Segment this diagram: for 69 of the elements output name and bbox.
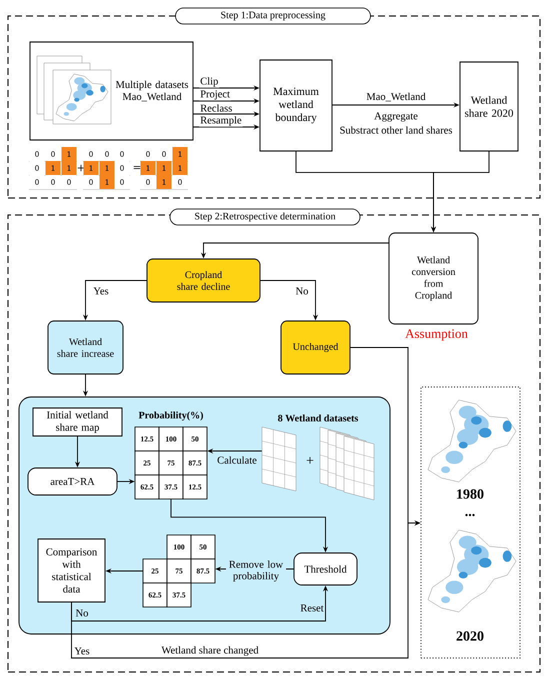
matrix-cell: 1: [46, 161, 60, 175]
process-box: Unchanged: [280, 320, 350, 374]
note: Wetland share changed: [161, 646, 258, 656]
step-title: Step 2:Retrospective determination: [170, 208, 360, 226]
dashed-panel: [8, 208, 540, 672]
process-box: [30, 42, 194, 140]
step-title: Step 1:Data preprocessing: [175, 8, 371, 24]
note: Substract other land shares: [340, 126, 452, 134]
probability-table: [134, 411, 208, 500]
process-box: Initial wetland share map: [32, 408, 122, 436]
table-heading: Probability(%): [138, 411, 203, 421]
matrix-cell: 0: [114, 161, 130, 175]
matrix-cell: 0: [84, 175, 98, 189]
matrix-cell: 1: [172, 147, 188, 161]
year-label: 1980: [457, 489, 484, 499]
matrix-cell: 1: [62, 161, 76, 175]
year-label: 2020: [456, 631, 484, 641]
probability-table: [142, 534, 216, 608]
matrix-cell: 1: [140, 161, 156, 175]
note: Reset: [300, 604, 324, 612]
edge-label: Reclass: [199, 103, 234, 113]
matrix-cell: 0: [140, 147, 156, 161]
box-text: Multiple datasets Mao_Wetland: [116, 80, 188, 102]
matrix-cell: 0: [140, 175, 156, 189]
process-box: Wetland conversion from Cropland Assumption: [388, 232, 478, 341]
dashed-panel: [8, 8, 540, 198]
matrix-cell: 0: [30, 175, 44, 189]
matrix-cell: 0: [114, 175, 130, 189]
operator-sign: +: [78, 164, 84, 172]
plus-sign: +: [306, 457, 314, 464]
matrix-cell: 0: [114, 147, 130, 161]
matrix-cell: 0: [62, 175, 76, 189]
process-box: Maximum wetland boundary: [260, 60, 332, 152]
matrix-cell: 1: [100, 175, 114, 189]
matrix-cell: 0: [100, 147, 114, 161]
edge-label: Remove low probability: [226, 559, 286, 583]
matrix-cell: 0: [30, 147, 44, 161]
matrix-cell: 1: [84, 161, 98, 175]
process-box: areaT>RA: [28, 468, 118, 496]
matrix-cell: 1: [62, 147, 76, 161]
matrix-cell: 1: [156, 161, 172, 175]
matrix-cell: 0: [46, 147, 60, 161]
edge-label: No: [74, 608, 90, 618]
edge-label: No: [294, 286, 310, 296]
edge-label: Project: [199, 89, 231, 101]
matrix-cell: 0: [30, 161, 44, 175]
process-box: Wetland share increase: [48, 320, 124, 374]
edge-label: Resample: [199, 115, 243, 127]
matrix-cell: 1: [100, 161, 114, 175]
process-box: Comparison with statistical data: [38, 538, 106, 602]
process-box: Threshold: [294, 552, 358, 586]
process-box: Wetland share 2020: [460, 62, 518, 152]
decision-box: Cropland share decline: [146, 258, 260, 302]
matrix-cell: 0: [172, 175, 188, 189]
ellipsis: ...: [465, 514, 475, 516]
results-panel: [420, 386, 520, 658]
matrix-cell: 0: [156, 147, 172, 161]
matrix-cell: 0: [84, 147, 98, 161]
edge-label: Clip: [199, 76, 220, 88]
matrix-cell: 0: [46, 175, 60, 189]
edge-label: Yes: [73, 646, 91, 656]
matrix-cell: 1: [172, 161, 188, 175]
node-label: Assumption: [405, 329, 468, 341]
heading: 8 Wetland datasets: [278, 414, 358, 422]
operator-sign: =: [134, 166, 140, 169]
edge-label: Yes: [92, 286, 110, 296]
matrix-cell: 1: [156, 175, 172, 189]
edge-label: Mao_Wetland: [365, 92, 427, 102]
note: Aggregate: [374, 112, 418, 122]
